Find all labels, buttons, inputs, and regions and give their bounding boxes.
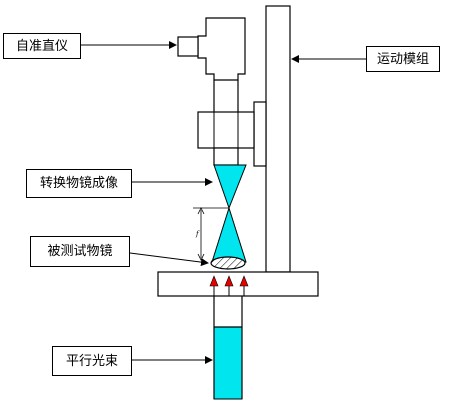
label-test-objective-text: 被测试物镜 [47,244,113,259]
label-motion-module-text: 运动模组 [376,51,429,67]
upward-arrows [209,275,249,296]
label-autocollimator-text: 自准直仪 [15,38,68,54]
dimension-arrow-up [197,207,205,215]
lower-tube [213,147,239,166]
label-parallel-beam: 平行光束 [52,346,132,376]
autocollimator-body [197,17,246,81]
red-arrow-middle [224,275,234,287]
imaging-cone-upper [213,164,247,210]
label-parallel-beam-text: 平行光束 [65,353,118,369]
label-autocollimator: 自准直仪 [3,33,81,59]
dimension-f-label: f [195,230,200,238]
label-conversion-objective-text: 转换物镜成像 [39,176,118,191]
parallel-beam [213,326,243,400]
motion-module-rail [265,5,291,273]
label-test-objective: 被测试物镜 [30,236,130,267]
leader-test-objective [129,252,209,267]
objective-mount [197,111,255,149]
red-arrow-right [239,275,249,287]
label-conversion-objective: 转换物镜成像 [26,169,132,198]
red-arrow-left [209,275,219,287]
test-objective-lens [210,256,246,270]
autocollimator-eyepiece [177,36,199,57]
imaging-cone-lower [211,206,247,263]
rail-bracket [253,101,267,167]
label-motion-module: 运动模组 [366,46,440,72]
base-plate [157,271,319,297]
